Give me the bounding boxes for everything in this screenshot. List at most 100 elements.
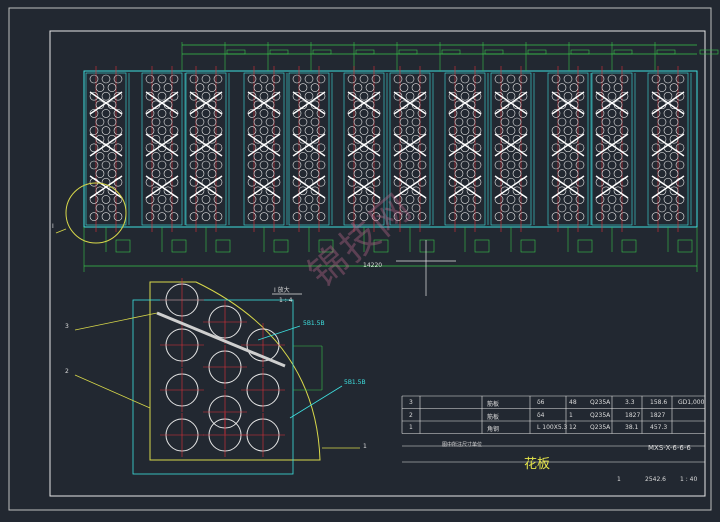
tube-hole bbox=[347, 212, 357, 221]
tube-hole bbox=[551, 91, 561, 101]
tube-hole bbox=[675, 126, 685, 135]
tube-hole bbox=[213, 126, 223, 135]
tube-hole bbox=[89, 143, 99, 153]
bottom-dim-box bbox=[171, 239, 187, 253]
tube-hole bbox=[563, 109, 573, 118]
tube-hole bbox=[557, 117, 567, 127]
stiffener bbox=[145, 133, 179, 157]
tube-hole bbox=[512, 134, 522, 144]
tube-hole bbox=[500, 152, 510, 161]
drawing-number: MXS-X-6-6-6 bbox=[648, 444, 691, 452]
tube-hole bbox=[89, 91, 99, 101]
tube-hole bbox=[417, 143, 427, 153]
tube-hole bbox=[417, 74, 427, 84]
tube-hole bbox=[157, 126, 167, 135]
stiffener bbox=[393, 133, 427, 157]
tube-hole bbox=[371, 91, 381, 101]
tube-hole bbox=[472, 143, 482, 153]
tube-hole bbox=[669, 186, 679, 196]
tube-hole bbox=[201, 109, 211, 118]
tube-hole bbox=[607, 126, 617, 135]
tube-hole bbox=[304, 109, 314, 118]
tube-hole bbox=[557, 134, 567, 144]
stiffener bbox=[551, 175, 585, 199]
tube-hole bbox=[460, 212, 470, 221]
tube-hole bbox=[657, 186, 667, 196]
tube-hole bbox=[619, 126, 629, 135]
tube-hole bbox=[607, 91, 617, 101]
tube-hole bbox=[607, 160, 617, 170]
tube-hole bbox=[101, 126, 111, 135]
tube-hole bbox=[595, 126, 605, 135]
tube-hole bbox=[259, 212, 269, 221]
tube-hole bbox=[271, 143, 281, 153]
tube-hole bbox=[107, 169, 117, 178]
tube-hole bbox=[551, 126, 561, 135]
tube-hole bbox=[195, 117, 205, 127]
tube-hole bbox=[145, 160, 155, 170]
bottom-dim-box bbox=[273, 239, 289, 253]
tube-hole bbox=[365, 134, 375, 144]
tube-hole bbox=[195, 169, 205, 178]
tube-hole bbox=[417, 160, 427, 170]
tube-hole bbox=[494, 212, 504, 221]
tube-hole bbox=[675, 160, 685, 170]
tube-hole bbox=[494, 74, 504, 84]
tube-hole bbox=[113, 74, 123, 84]
tube-hole bbox=[189, 160, 199, 170]
tube-hole bbox=[310, 134, 320, 144]
tube-hole bbox=[551, 74, 561, 84]
tube-hole bbox=[163, 203, 173, 213]
tube-hole bbox=[292, 160, 302, 170]
tube-hole bbox=[466, 152, 476, 161]
bom-cell-name: 筋板 bbox=[487, 413, 500, 421]
top-dim-box bbox=[269, 49, 289, 55]
stiffener bbox=[595, 133, 629, 157]
tube-hole bbox=[247, 91, 257, 101]
tube-hole bbox=[195, 83, 205, 92]
tube-hole bbox=[145, 212, 155, 221]
tube-hole bbox=[271, 74, 281, 84]
tube-hole bbox=[393, 126, 403, 135]
tube-hole bbox=[563, 160, 573, 170]
bom-cell-no: 2 bbox=[409, 411, 413, 419]
leader-3-line bbox=[74, 312, 158, 331]
tube-hole bbox=[292, 143, 302, 153]
tube-hole bbox=[213, 143, 223, 153]
tube-hole bbox=[101, 74, 111, 84]
top-dim-box bbox=[570, 49, 590, 55]
bom-cell-spec: δ6 bbox=[537, 399, 545, 406]
tube-hole bbox=[512, 186, 522, 196]
tube-hole bbox=[298, 186, 308, 196]
tube-hole bbox=[195, 134, 205, 144]
tube-hole bbox=[399, 152, 409, 161]
tube-hole bbox=[95, 83, 105, 92]
stiffener bbox=[189, 175, 223, 199]
tube-hole bbox=[417, 212, 427, 221]
stiffener bbox=[448, 91, 482, 115]
tube-hole bbox=[663, 126, 673, 135]
tube-hole bbox=[271, 91, 281, 101]
tube-hole bbox=[595, 212, 605, 221]
panel-10 bbox=[591, 72, 633, 226]
tube-hole bbox=[95, 134, 105, 144]
tube-hole bbox=[405, 126, 415, 135]
tube-hole bbox=[353, 117, 363, 127]
tube-hole bbox=[563, 74, 573, 84]
tube-hole bbox=[512, 169, 522, 178]
tube-hole bbox=[460, 109, 470, 118]
tube-hole bbox=[310, 117, 320, 127]
stiffener bbox=[347, 91, 381, 115]
tube-hole bbox=[365, 117, 375, 127]
tube-hole bbox=[169, 126, 179, 135]
panel-9 bbox=[547, 72, 589, 226]
tube-hole bbox=[512, 117, 522, 127]
tube-hole bbox=[189, 126, 199, 135]
stiffener bbox=[89, 175, 123, 199]
tube-hole bbox=[151, 203, 161, 213]
tube-hole bbox=[365, 83, 375, 92]
tube-hole bbox=[265, 152, 275, 161]
bottom-dim-box bbox=[215, 239, 231, 253]
bottom-dim-box bbox=[373, 239, 389, 253]
tube-hole bbox=[359, 195, 369, 204]
